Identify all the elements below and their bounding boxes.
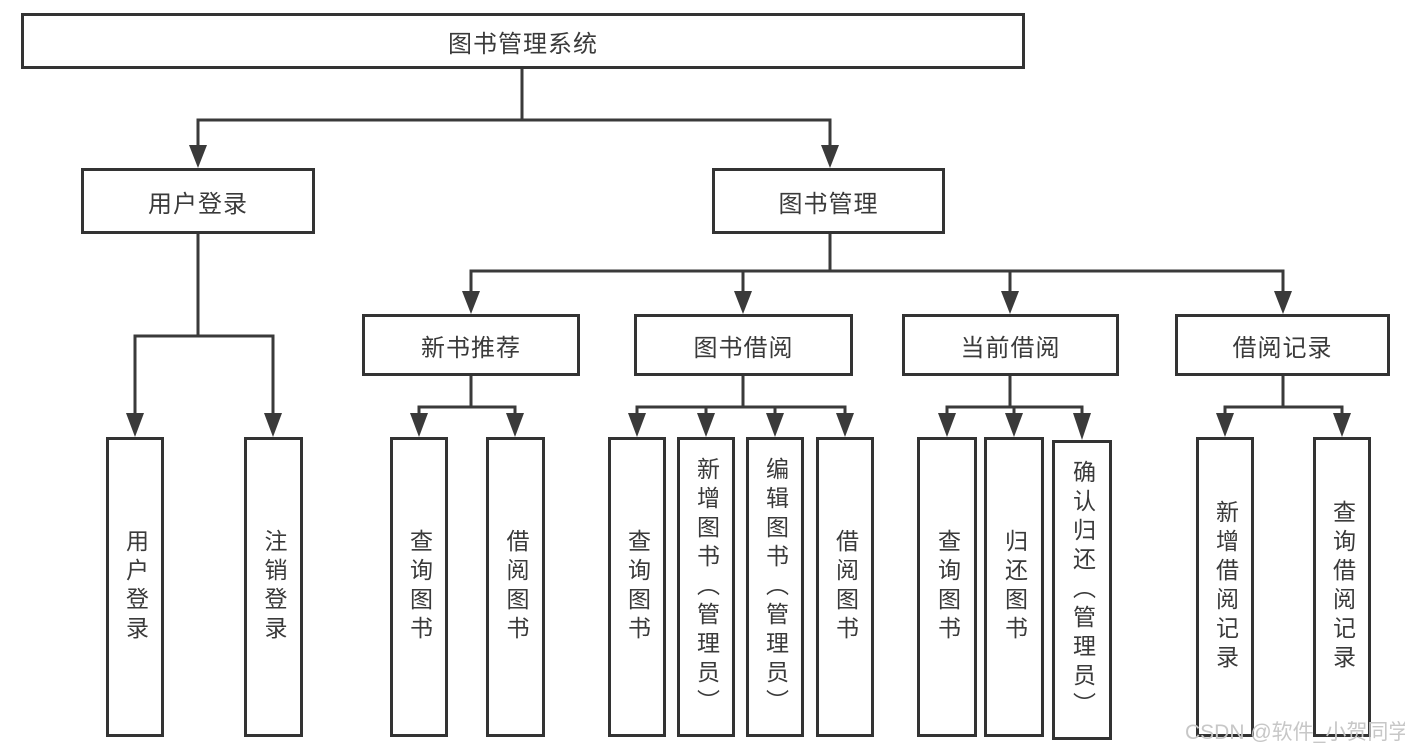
node-library-management-system: 图书管理系统 — [21, 13, 1025, 69]
leaf-borrow-books-recommend: 借阅图书 — [486, 437, 545, 737]
node-label: 当前借阅 — [960, 334, 1061, 362]
node-label: 用户登录 — [148, 190, 248, 218]
leaf-edit-books-admin: 编辑图书（管理员） — [746, 437, 804, 737]
node-label: 图书管理 — [778, 190, 879, 218]
leaf-confirm-return-admin: 确认归还（管理员） — [1052, 440, 1112, 740]
leaf-query-borrowing-record: 查询借阅记录 — [1313, 437, 1371, 737]
node-book-management: 图书管理 — [712, 168, 945, 234]
node-current-borrowing: 当前借阅 — [902, 314, 1119, 376]
leaf-query-books-borrow: 查询图书 — [608, 437, 666, 737]
node-label: 编辑图书（管理员） — [762, 456, 789, 718]
leaf-user-login: 用户登录 — [106, 437, 164, 737]
node-label: 查询图书 — [406, 529, 433, 645]
node-label: 用户登录 — [122, 529, 149, 645]
node-label: 图书借阅 — [693, 334, 794, 362]
leaf-borrow-books: 借阅图书 — [816, 437, 874, 737]
leaf-return-books: 归还图书 — [984, 437, 1044, 737]
node-label: 新增借阅记录 — [1212, 500, 1239, 674]
leaf-logout: 注销登录 — [244, 437, 303, 737]
csdn-watermark: CSDN @软件_小贺同学 — [1185, 721, 1405, 744]
node-label: 确认归还（管理员） — [1069, 459, 1096, 721]
node-label: 借阅图书 — [503, 529, 529, 645]
node-label: 新书推荐 — [421, 334, 521, 362]
node-new-book-recommendation: 新书推荐 — [362, 314, 580, 376]
leaf-query-books-current: 查询图书 — [917, 437, 977, 737]
node-label: 借阅图书 — [832, 529, 859, 645]
node-label: 注销登录 — [261, 529, 287, 645]
leaf-add-books-admin: 新增图书（管理员） — [677, 437, 735, 737]
node-label: 新增图书（管理员） — [693, 456, 720, 718]
node-label: 查询图书 — [624, 529, 651, 645]
node-book-borrowing: 图书借阅 — [634, 314, 853, 376]
node-label: 归还图书 — [1001, 529, 1028, 645]
node-label: 图书管理系统 — [448, 30, 598, 58]
node-borrowing-records: 借阅记录 — [1175, 314, 1390, 376]
leaf-query-books-recommend: 查询图书 — [390, 437, 448, 737]
node-label: 查询借阅记录 — [1329, 500, 1356, 674]
node-user-login: 用户登录 — [81, 168, 315, 234]
node-label: 借阅记录 — [1232, 334, 1333, 362]
leaf-add-borrowing-record: 新增借阅记录 — [1196, 437, 1254, 737]
node-label: 查询图书 — [934, 529, 961, 645]
